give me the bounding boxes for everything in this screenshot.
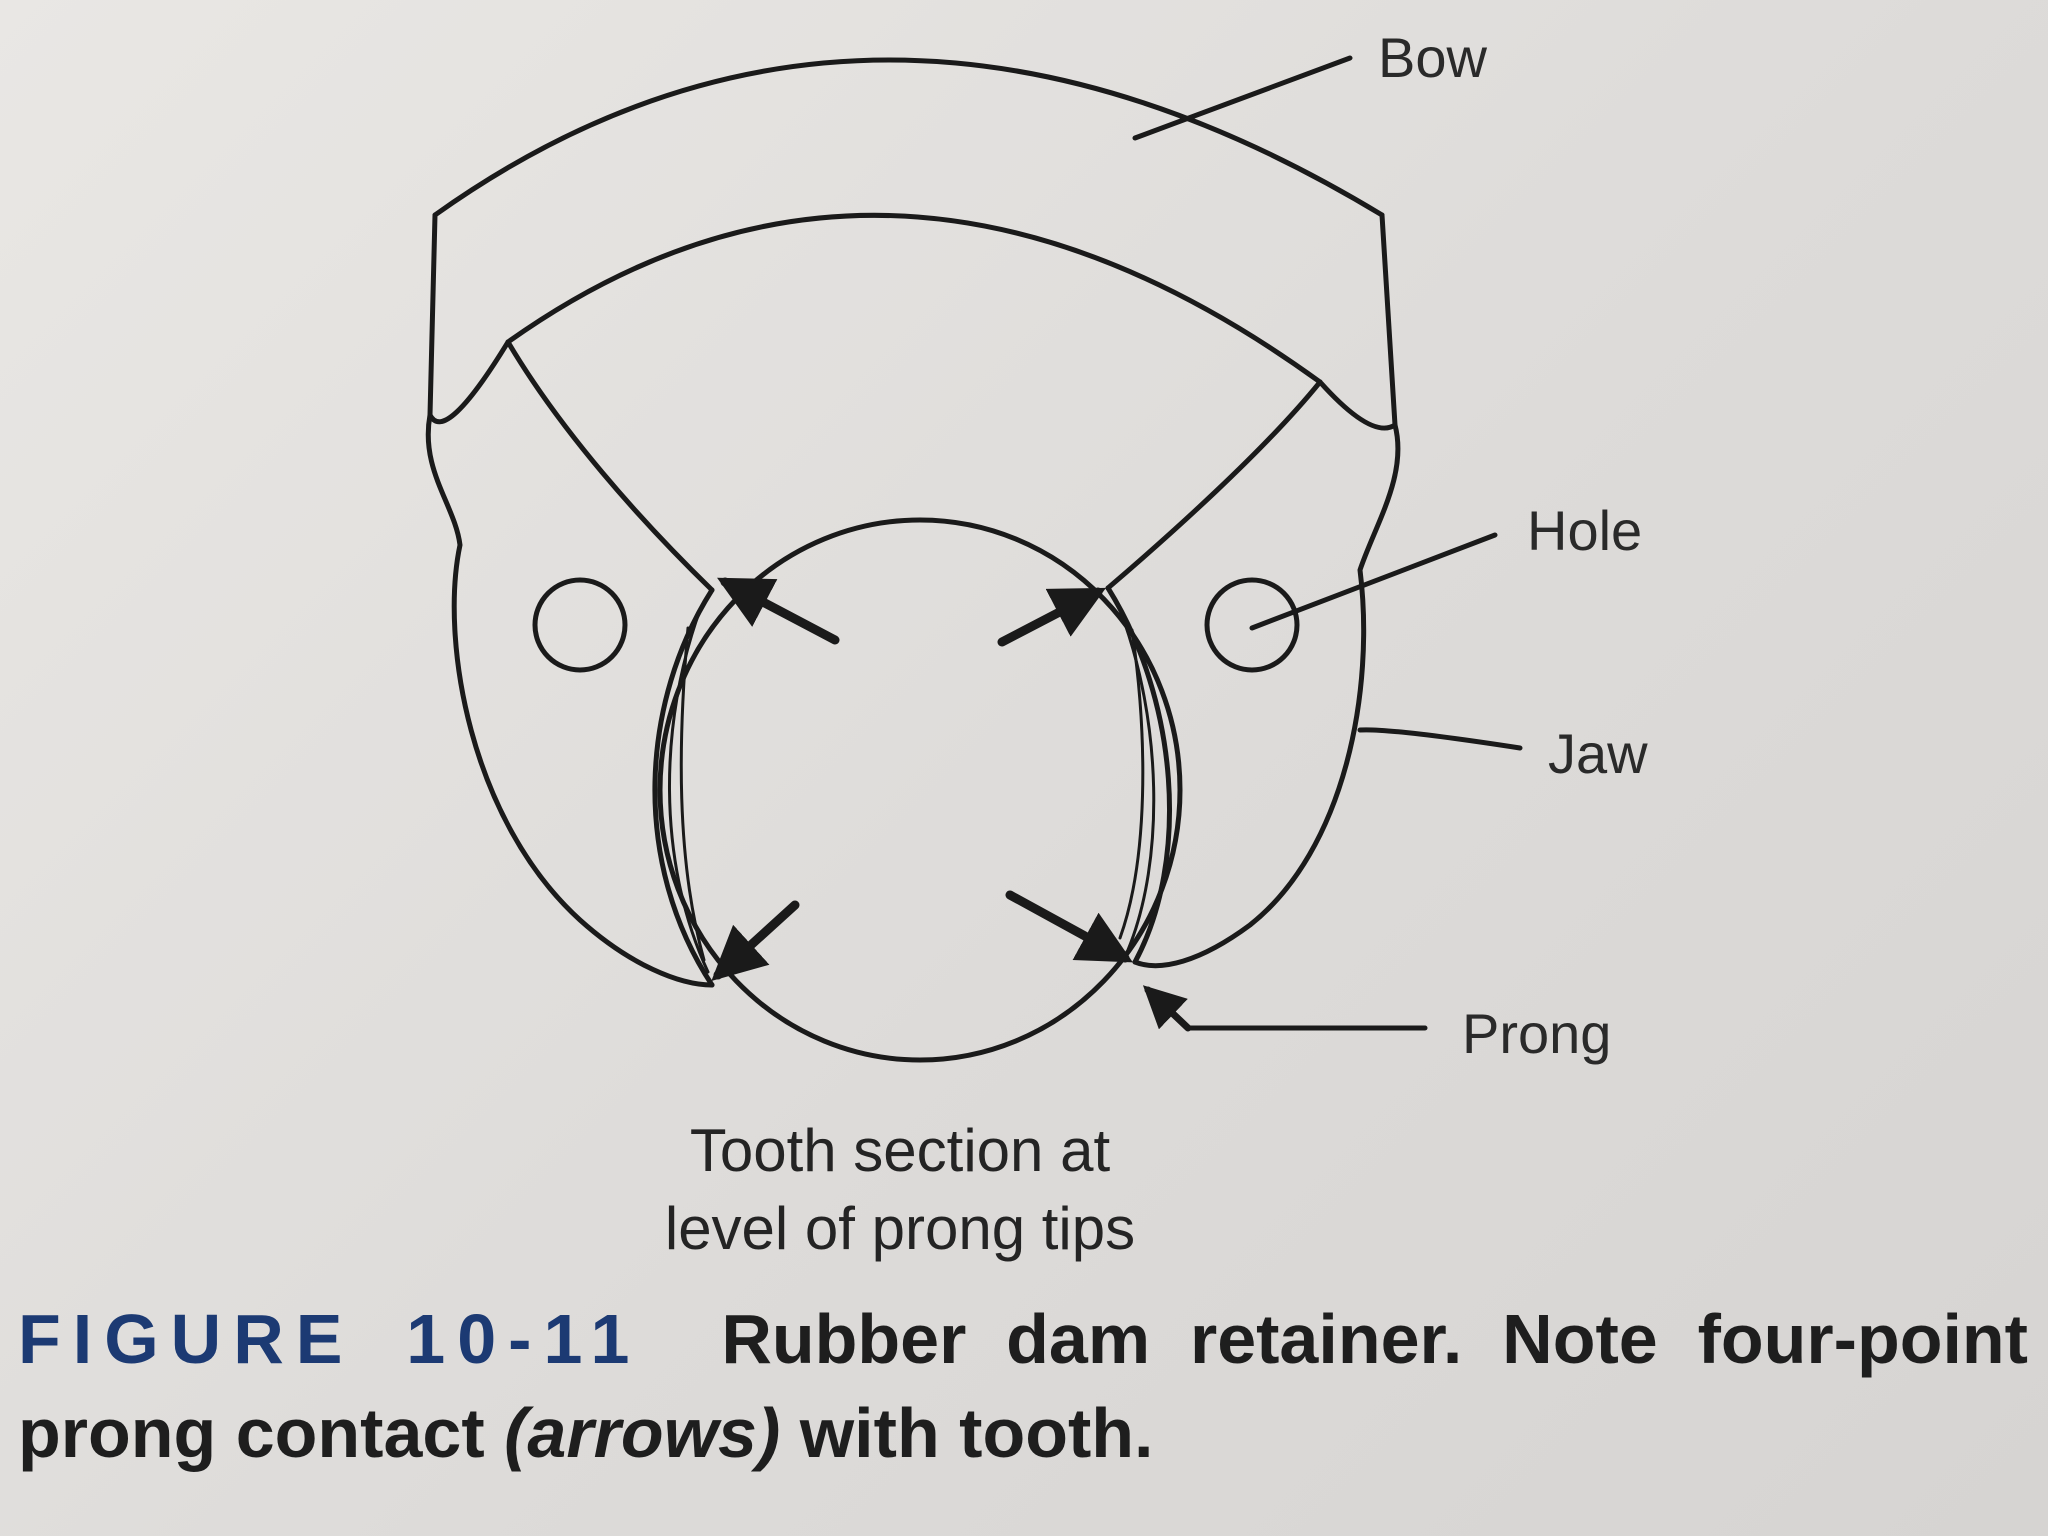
left-jaw-inner-curve: [505, 339, 715, 593]
jaw-label: Jaw: [1548, 722, 1648, 785]
figure-number: FIGURE 10-11: [18, 1300, 642, 1378]
left-jaw-outline: [425, 412, 715, 988]
right-hole: [1204, 577, 1300, 673]
figure-caption: FIGURE 10-11 Rubber dam retainer. Note f…: [18, 1292, 2028, 1480]
right-jaw-inner-curve: [1105, 379, 1323, 591]
right-prong-ridge: [1118, 628, 1145, 940]
tooth-caption-line: Tooth section at: [689, 1117, 1111, 1184]
tooth-section-caption: Tooth section at level of prong tips: [560, 1112, 1240, 1268]
left-prong-ridge: [679, 626, 706, 962]
bow-inner-arc: [505, 212, 1323, 385]
left-prong-ridge: [652, 587, 715, 988]
bow-outer-arc: [432, 57, 1385, 218]
bow-right-end: [1317, 212, 1398, 431]
bow-label: Bow: [1378, 26, 1487, 89]
right-jaw-outline: [1132, 422, 1401, 969]
caption-text: Rubber dam retainer. Note four-point pro…: [18, 1300, 2028, 1472]
hole-leader-line: [1249, 532, 1498, 631]
bow-leader-line: [1132, 55, 1353, 141]
right-prong-ridge: [1105, 585, 1173, 965]
caption-italic: (arrows): [504, 1394, 781, 1472]
contact-arrow-upper-left: [717, 577, 840, 645]
prong-pointer-arrow: [1142, 985, 1192, 1032]
left-hole: [532, 577, 628, 673]
prong-label: Prong: [1462, 1002, 1612, 1065]
contact-arrow-lower-right: [1005, 890, 1133, 963]
tooth-caption-line: level of prong tips: [664, 1195, 1136, 1262]
contact-arrow-upper-right: [997, 587, 1106, 647]
caption-text-end: with tooth.: [799, 1394, 1154, 1472]
contact-arrow-lower-left: [711, 900, 800, 982]
tooth-section: [657, 517, 1183, 1063]
bow-left-end: [427, 212, 511, 425]
hole-label: Hole: [1527, 499, 1643, 562]
jaw-leader-line: [1357, 727, 1523, 751]
